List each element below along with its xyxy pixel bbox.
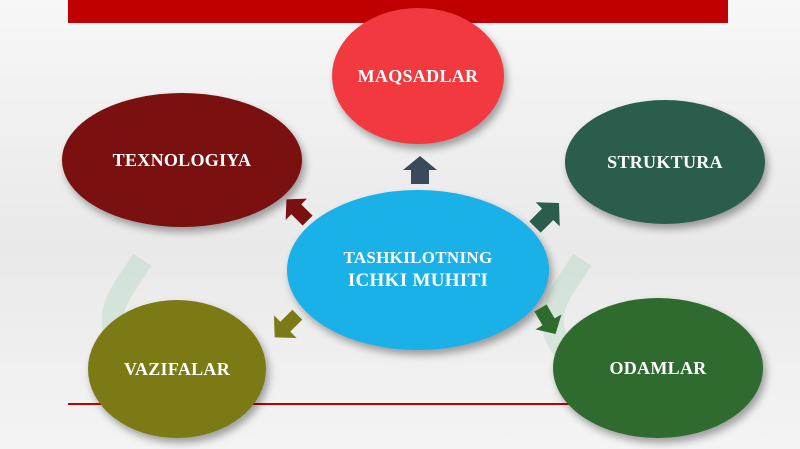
node-label: VAZIFALAR: [123, 358, 231, 379]
node-odamlar: ODAMLAR: [553, 298, 763, 438]
center-line-2: ICHKI MUHITI: [347, 270, 489, 291]
arrow-down-right-icon: [534, 304, 562, 334]
arrow-up-icon: [403, 156, 437, 184]
arrow-down-left-icon: [273, 309, 303, 339]
arrow-up-right-icon: [529, 202, 560, 233]
node-label: MAQSADLAR: [357, 65, 479, 86]
node-texnologiya: TEXNOLOGIYA: [62, 93, 302, 227]
node-vazifalar: VAZIFALAR: [88, 300, 266, 438]
node-label: TEXNOLOGIYA: [112, 149, 252, 170]
node-label: ODAMLAR: [609, 357, 707, 378]
node-label: STRUKTURA: [607, 151, 723, 172]
node-struktura: STRUKTURA: [565, 100, 765, 224]
node-maqsadlar: MAQSADLAR: [332, 8, 504, 144]
center-line-1: TASHKILOTNING: [343, 248, 493, 267]
arrow-up-left-icon: [285, 198, 313, 226]
node-center: TASHKILOTNING ICHKI MUHITI: [287, 190, 549, 350]
footer-divider: [68, 403, 578, 405]
